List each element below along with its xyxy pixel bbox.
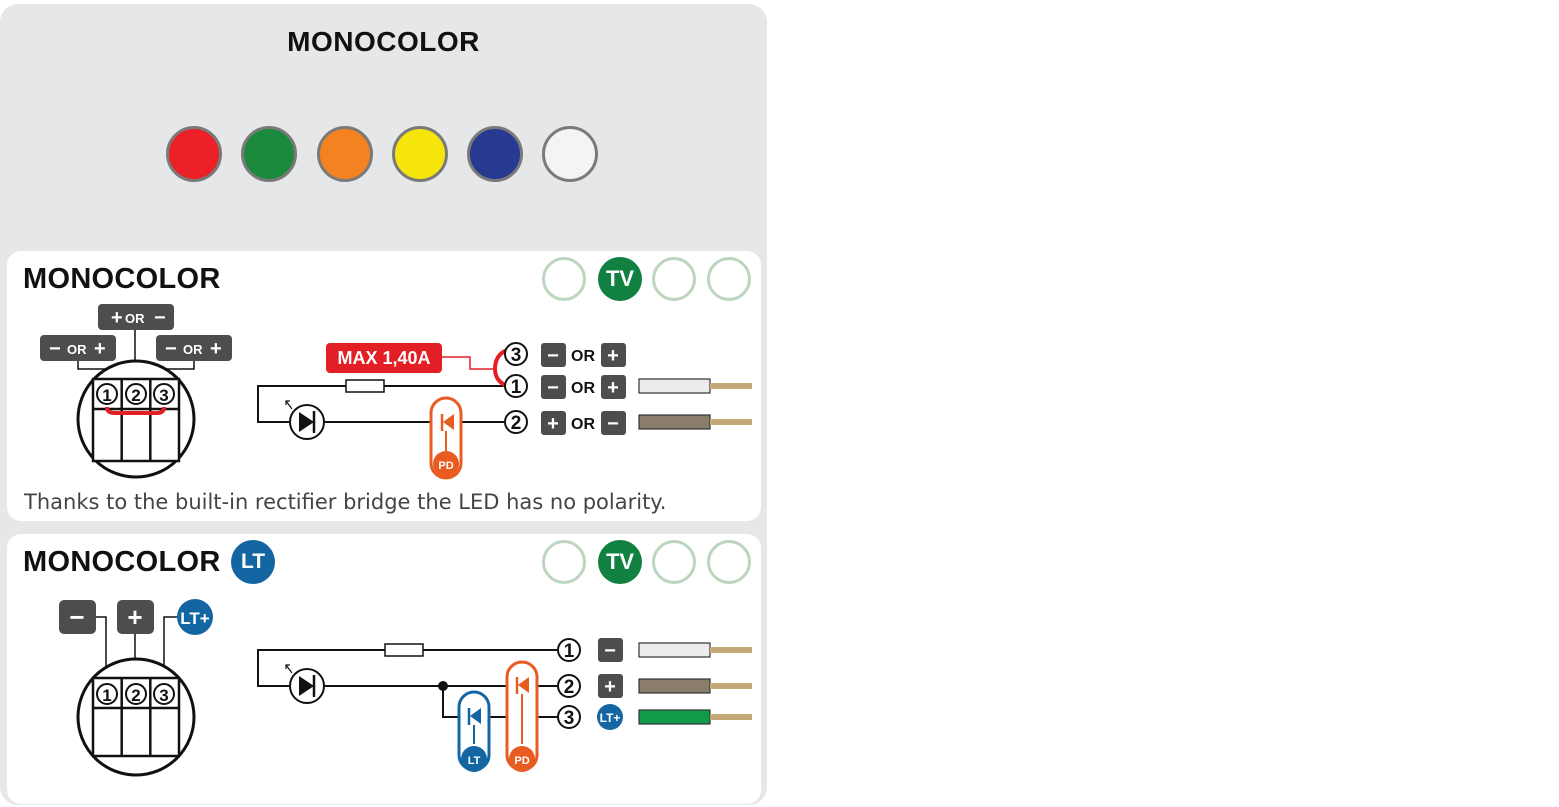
color-swatch-blue bbox=[467, 126, 523, 182]
panel-title: MONOCOLOR bbox=[287, 26, 480, 57]
label-sign-a: − bbox=[165, 338, 177, 360]
wire-copper bbox=[710, 383, 752, 389]
svg-text:+: + bbox=[127, 602, 142, 632]
wire-copper bbox=[710, 714, 752, 720]
color-swatch-green bbox=[241, 126, 297, 182]
badge-tv: TV bbox=[598, 257, 642, 301]
pd-label: PD bbox=[514, 755, 529, 767]
svg-text:2: 2 bbox=[511, 413, 522, 434]
label-sign-b: + bbox=[94, 338, 106, 360]
card-title: MONOCOLOR bbox=[23, 546, 221, 578]
monocolor-lt-card: MONOCOLOR LT TV − + LT+ bbox=[7, 534, 761, 804]
pin-label: 1 bbox=[102, 686, 111, 705]
pin-row: 3 − OR + bbox=[504, 342, 626, 367]
svg-text:2: 2 bbox=[564, 677, 575, 698]
wiring-diagram: − + LT+ bbox=[59, 599, 752, 777]
color-swatch-yellow bbox=[392, 126, 448, 182]
led-icon bbox=[285, 400, 325, 440]
svg-text:−: − bbox=[607, 413, 619, 435]
svg-text:LT+: LT+ bbox=[180, 609, 210, 628]
badge-empty-1 bbox=[542, 257, 586, 301]
wire-white bbox=[638, 642, 711, 658]
monocolor-panel: MONOCOLOR MONOCOLOR TV + OR − − OR + bbox=[0, 4, 767, 805]
label-sign-b: − bbox=[154, 307, 166, 329]
max-current-label: MAX 1,40A bbox=[337, 348, 430, 368]
lt-component: LT bbox=[457, 690, 491, 772]
wire-green bbox=[638, 709, 711, 725]
pin-label: 2 bbox=[131, 686, 140, 705]
pin-row: 2 + bbox=[557, 674, 752, 698]
svg-text:3: 3 bbox=[564, 708, 575, 729]
color-swatch-orange bbox=[317, 126, 373, 182]
pin-row: 2 + OR − bbox=[504, 410, 752, 435]
wire-copper bbox=[710, 419, 752, 425]
card-title: MONOCOLOR bbox=[23, 263, 221, 295]
lt-label: LT bbox=[468, 755, 481, 767]
badge-empty-3 bbox=[707, 257, 751, 301]
wire-brown bbox=[638, 678, 711, 694]
svg-text:3: 3 bbox=[511, 345, 522, 366]
label-sign-a: − bbox=[49, 338, 61, 360]
connector-label-middle: + OR − bbox=[98, 304, 174, 330]
connector-label-left: − OR + bbox=[40, 335, 116, 361]
badge-empty-1 bbox=[542, 540, 586, 584]
pin-row: 3 LT+ bbox=[557, 704, 752, 730]
svg-text:+: + bbox=[604, 676, 616, 698]
svg-text:1: 1 bbox=[564, 641, 575, 662]
svg-text:OR: OR bbox=[571, 380, 595, 397]
label-sign-b: + bbox=[210, 338, 222, 360]
connector-label-lt: LT+ bbox=[177, 599, 213, 635]
polarity-note: Thanks to the built-in rectifier bridge … bbox=[24, 490, 667, 514]
connector-label-right: − OR + bbox=[156, 335, 232, 361]
badge-empty-2 bbox=[652, 257, 696, 301]
badge-empty-2 bbox=[652, 540, 696, 584]
pin-label: 3 bbox=[159, 386, 168, 405]
pin-row: 1 − bbox=[557, 638, 752, 662]
max-current-callout: MAX 1,40A bbox=[326, 343, 508, 388]
svg-text:OR: OR bbox=[571, 348, 595, 365]
svg-text:+: + bbox=[607, 377, 619, 399]
svg-text:1: 1 bbox=[511, 377, 522, 398]
wire-copper bbox=[710, 647, 752, 653]
connector-label-minus: − bbox=[59, 600, 96, 634]
wiring-diagram: + OR − − OR + − OR + bbox=[40, 304, 752, 480]
pd-component: PD bbox=[505, 660, 539, 772]
lt-title-badge: LT bbox=[231, 540, 275, 584]
label-sign-a: + bbox=[111, 307, 123, 329]
svg-text:+: + bbox=[547, 413, 559, 435]
wire-copper bbox=[710, 683, 752, 689]
led-icon bbox=[285, 664, 325, 704]
svg-text:−: − bbox=[69, 602, 84, 632]
svg-text:−: − bbox=[547, 377, 559, 399]
wire-brown bbox=[638, 414, 711, 430]
resistor-icon bbox=[345, 379, 385, 393]
pin-label: 1 bbox=[102, 386, 111, 405]
svg-text:+: + bbox=[607, 345, 619, 367]
label-or: OR bbox=[125, 311, 145, 326]
label-or: OR bbox=[67, 342, 87, 357]
socket-icon: 1 2 3 bbox=[76, 657, 196, 777]
label-or: OR bbox=[183, 342, 203, 357]
svg-text:−: − bbox=[604, 640, 616, 662]
pin-label: 2 bbox=[131, 386, 140, 405]
color-swatch-red bbox=[166, 126, 222, 182]
monocolor-card: MONOCOLOR TV + OR − − OR + − OR + bbox=[7, 251, 761, 521]
color-swatch-white bbox=[542, 126, 598, 182]
pin-label: 3 bbox=[159, 686, 168, 705]
svg-text:LT+: LT+ bbox=[600, 711, 621, 725]
socket-icon: 1 2 3 bbox=[76, 359, 196, 479]
resistor-icon bbox=[384, 643, 424, 657]
svg-text:−: − bbox=[547, 345, 559, 367]
pd-label: PD bbox=[438, 460, 453, 472]
wire-white bbox=[638, 378, 711, 394]
badge-tv: TV bbox=[598, 540, 642, 584]
svg-text:OR: OR bbox=[571, 416, 595, 433]
pin-row: 1 − OR + bbox=[504, 374, 752, 399]
connector-label-plus: + bbox=[117, 600, 154, 634]
pd-component: PD bbox=[429, 396, 463, 480]
badge-empty-3 bbox=[707, 540, 751, 584]
